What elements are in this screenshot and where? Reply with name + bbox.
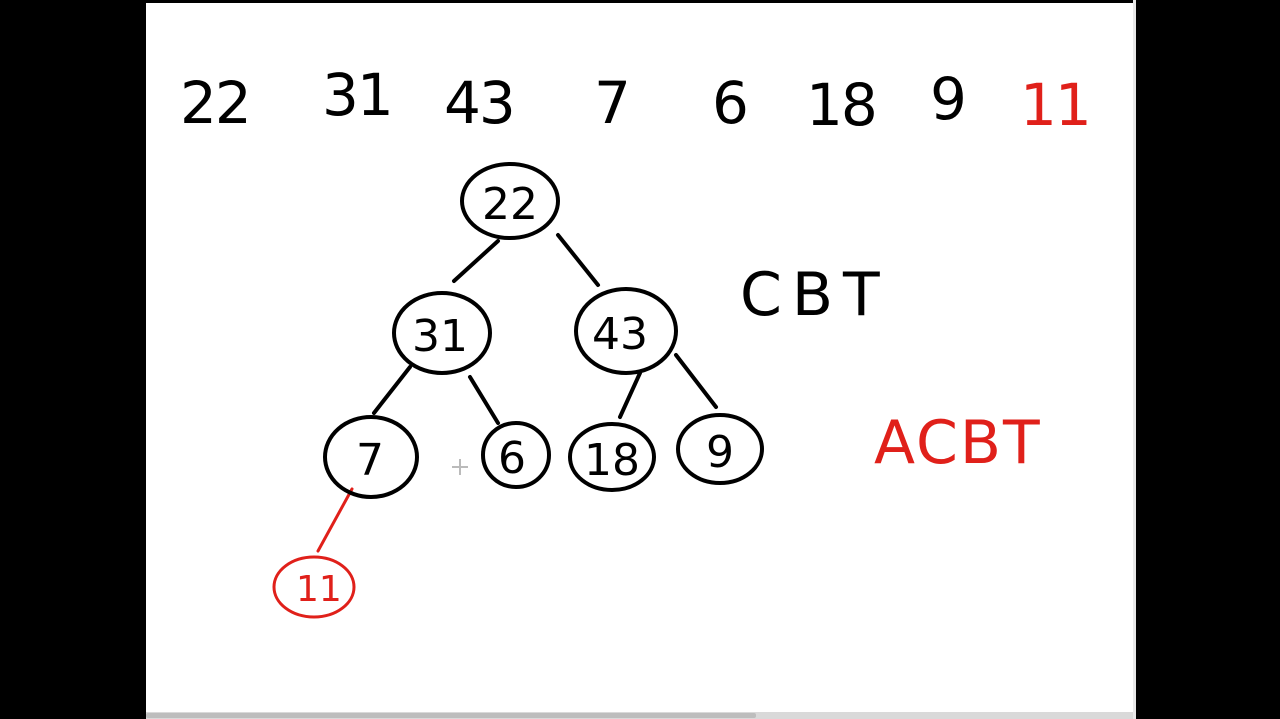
- edge-22-31: [452, 239, 500, 283]
- node-label: 11: [296, 569, 342, 610]
- tree-node: 9: [676, 413, 764, 485]
- sequence-item: 31: [322, 61, 392, 129]
- tree-edges: [316, 233, 718, 553]
- edge-31-6: [468, 375, 500, 425]
- node-label: 9: [706, 427, 734, 478]
- cursor-crosshair-icon: [452, 459, 468, 475]
- number-sequence: 22 31 43 7 6 18 9 11: [180, 61, 1092, 139]
- node-circle: [323, 415, 419, 499]
- heap-diagram: 22 31 43 7 6 18 9 11: [180, 61, 1092, 619]
- edge-22-43: [556, 233, 600, 287]
- tree-node: 31: [392, 291, 492, 375]
- acbt-label: ACBT: [874, 408, 1042, 478]
- sequence-item-red: 11: [1020, 71, 1090, 139]
- node-circle: [272, 555, 356, 619]
- sequence-item: 43: [444, 69, 514, 137]
- node-label: 6: [498, 433, 526, 484]
- node-label: 22: [482, 179, 538, 230]
- sequence-item: 6: [712, 69, 747, 137]
- whiteboard-canvas: 22 31 43 7 6 18 9 11: [146, 3, 1133, 716]
- edge-43-9: [674, 353, 718, 409]
- node-circle: [392, 291, 492, 375]
- sequence-item: 22: [180, 69, 250, 137]
- edge-7-11: [316, 487, 354, 553]
- edge-31-7: [372, 365, 412, 415]
- cbt-label: CBT: [740, 260, 890, 330]
- tree-node: 43: [574, 287, 678, 375]
- scrollbar-thumb[interactable]: [146, 713, 756, 718]
- node-circle: [481, 421, 551, 489]
- sequence-item: 9: [930, 65, 965, 133]
- sequence-item: 7: [594, 69, 629, 137]
- tree-node: 7: [323, 415, 419, 499]
- node-circle: [574, 287, 678, 375]
- node-label: 18: [584, 435, 640, 486]
- tree-nodes: 22 31 43 7 6: [272, 162, 764, 619]
- sequence-item: 18: [806, 71, 876, 139]
- node-circle: [676, 413, 764, 485]
- node-label: 31: [412, 311, 468, 362]
- tree-node: 18: [568, 422, 656, 492]
- horizontal-scrollbar[interactable]: [146, 712, 1133, 719]
- node-circle: [460, 162, 560, 240]
- window-edge: [1133, 0, 1136, 719]
- tree-node-red: 11: [272, 555, 356, 619]
- edge-43-18: [618, 371, 642, 419]
- node-label: 43: [592, 309, 648, 360]
- node-label: 7: [356, 435, 384, 486]
- node-circle: [568, 422, 656, 492]
- tree-node: 22: [460, 162, 560, 240]
- tree-node: 6: [481, 421, 551, 489]
